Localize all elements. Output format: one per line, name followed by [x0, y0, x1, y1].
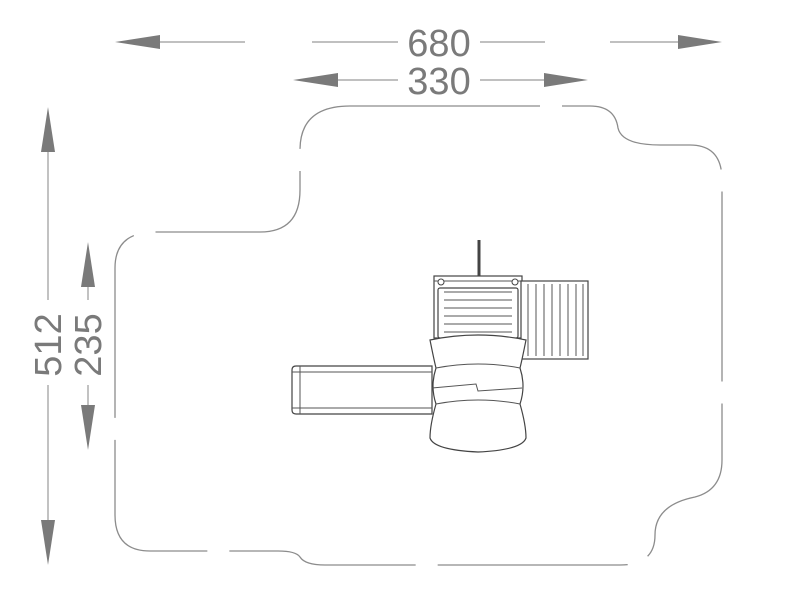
structure-width-label: 330 — [407, 61, 470, 103]
bolt-right-icon — [511, 278, 519, 286]
structure-width-dimension: 330 — [293, 61, 588, 103]
overall-depth-arrow-bottom-icon — [41, 520, 55, 565]
side-ramp — [520, 280, 589, 360]
overall-width-dimension: 680 — [115, 23, 722, 65]
overall-depth-dimension: 512 — [28, 107, 70, 565]
tunnel-band-top — [435, 363, 521, 369]
tunnel-tower — [429, 334, 527, 453]
structure-width-arrow-left-icon — [293, 73, 338, 87]
structure-depth-label: 235 — [68, 313, 110, 376]
overall-width-arrow-left-icon — [115, 35, 160, 49]
overall-width-label: 680 — [407, 23, 470, 65]
tunnel-band-bottom — [435, 399, 521, 405]
platform-deck — [437, 287, 519, 339]
slide-chute — [291, 365, 433, 415]
structure-width-arrow-right-icon — [544, 73, 588, 87]
safety-zone-outline — [114, 105, 723, 566]
structure-depth-arrow-top-icon — [81, 242, 95, 287]
tunnel-seam — [431, 383, 523, 392]
play-structure — [291, 240, 589, 453]
structure-depth-arrow-bottom-icon — [81, 405, 95, 450]
structure-depth-dimension: 235 — [68, 242, 110, 450]
overall-depth-label: 512 — [28, 313, 70, 376]
bolt-left-icon — [437, 278, 445, 286]
overall-depth-arrow-top-icon — [41, 107, 55, 152]
overall-width-arrow-right-icon — [678, 35, 722, 49]
